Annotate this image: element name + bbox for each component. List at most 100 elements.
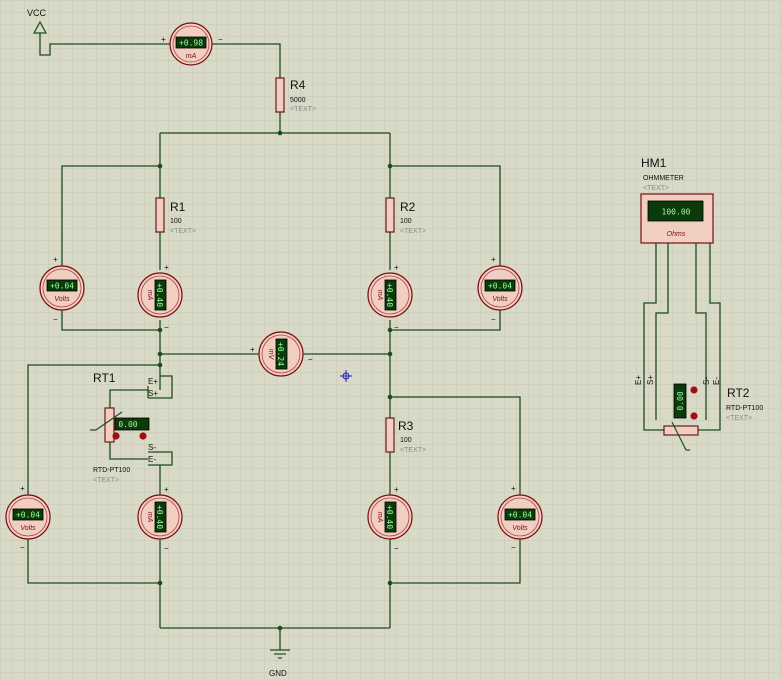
voltmeter-left-lower-plus: + xyxy=(20,484,25,493)
hm1-reading: 100.00 xyxy=(662,208,691,217)
ammeter-r1-unit: mA xyxy=(146,290,153,301)
voltmeter-left-lower-minus: − xyxy=(20,543,25,552)
ammeter-top-minus: − xyxy=(218,35,223,44)
ammeter-r3[interactable]: +0.40 mA + − xyxy=(367,485,413,553)
rt1-element xyxy=(90,389,148,460)
r2-value: 100 xyxy=(400,218,412,225)
voltmeter-right-lower-reading: +0.04 xyxy=(508,511,532,520)
voltmeter-right-upper-reading: +0.04 xyxy=(488,282,512,291)
ammeter-rt1-plus: + xyxy=(164,485,169,494)
ammeter-top[interactable]: +0.98 mA + − xyxy=(161,22,223,66)
voltmeter-left-upper-reading: +0.04 xyxy=(50,282,74,291)
ammeter-rt1[interactable]: +0.40 mA + − xyxy=(137,485,183,553)
hm1-text: <TEXT> xyxy=(643,185,669,192)
ammeter-r1-plus: + xyxy=(164,263,169,272)
rtd-rt2[interactable]: RT2 RTD-PT100 <TEXT> E+ S+ S- E- 0.00 xyxy=(634,375,763,451)
millivoltmeter-bridge[interactable]: +0.24 mV + − xyxy=(250,331,313,377)
ammeter-rt1-reading: +0.40 xyxy=(155,505,164,529)
rt2-name: RT2 xyxy=(727,386,750,400)
ammeter-r3-reading: +0.40 xyxy=(385,505,394,529)
voltmeter-left-upper-plus: + xyxy=(53,255,58,264)
gnd-label: GND xyxy=(269,669,287,678)
ammeter-r2-plus: + xyxy=(394,263,399,272)
junction-dots xyxy=(157,130,393,631)
voltmeter-right-lower[interactable]: +0.04 Volts + − xyxy=(497,484,543,552)
rt2-model: RTD-PT100 xyxy=(726,405,763,412)
rt1-name: RT1 xyxy=(93,371,116,385)
ammeter-r1[interactable]: +0.40 mA + − xyxy=(137,263,183,332)
ohmmeter-hm1[interactable]: HM1 OHMMETER <TEXT> 100.00 Ohms xyxy=(640,156,714,244)
crosshair-cursor-icon xyxy=(340,370,352,382)
voltmeter-left-upper-minus: − xyxy=(53,315,58,324)
rt2-text: <TEXT> xyxy=(726,415,752,422)
rt2-element xyxy=(663,421,699,451)
rt1-pin-s-minus: S- xyxy=(148,443,156,452)
millivoltmeter-bridge-minus: − xyxy=(308,355,313,364)
ammeter-r2[interactable]: +0.40 mA + − xyxy=(367,263,413,332)
ground-symbol-icon xyxy=(270,649,290,659)
voltmeter-right-upper-unit: Volts xyxy=(492,296,508,303)
rtd-rt1[interactable]: RT1 E+ S+ S- E- 0.00 RTD-PT100 <TEXT> xyxy=(90,371,158,484)
hm1-name: HM1 xyxy=(641,156,667,170)
voltmeter-left-lower[interactable]: +0.04 Volts + − xyxy=(5,484,51,552)
voltmeter-left-upper-unit: Volts xyxy=(54,296,70,303)
r3-name: R3 xyxy=(398,419,414,433)
r4-name: R4 xyxy=(290,78,306,92)
ammeter-r3-unit: mA xyxy=(376,512,383,523)
ammeter-r1-minus: − xyxy=(164,323,169,332)
r4-text: <TEXT> xyxy=(290,106,316,113)
ammeter-rt1-minus: − xyxy=(164,544,169,553)
voltmeter-right-lower-unit: Volts xyxy=(512,525,528,532)
rt2-pin-e-plus: E+ xyxy=(634,375,643,385)
ammeter-rt1-unit: mA xyxy=(146,512,153,523)
voltmeter-left-lower-unit: Volts xyxy=(20,525,36,532)
rt1-pin-s-plus: S+ xyxy=(148,389,158,398)
rt1-decrease-button[interactable] xyxy=(112,432,120,440)
rt2-reading: 0.00 xyxy=(676,391,685,410)
ammeter-top-plus: + xyxy=(161,35,166,44)
r1-name: R1 xyxy=(170,200,186,214)
voltmeter-left-upper[interactable]: +0.04 Volts + − xyxy=(39,255,85,324)
ammeter-r3-plus: + xyxy=(394,485,399,494)
ammeter-r2-minus: − xyxy=(394,323,399,332)
hm1-unit: Ohms xyxy=(667,231,686,238)
r3-value: 100 xyxy=(400,437,412,444)
gnd-terminal[interactable]: GND xyxy=(269,649,290,678)
ammeter-r2-reading: +0.40 xyxy=(385,283,394,307)
voltmeter-right-lower-plus: + xyxy=(511,484,516,493)
vcc-label: VCC xyxy=(27,8,47,18)
rt1-model: RTD-PT100 xyxy=(93,467,130,474)
resistor-r4[interactable]: R4 5000 <TEXT> xyxy=(275,77,316,113)
rt2-pin-s-plus: S+ xyxy=(646,375,655,385)
ammeter-top-reading: +0.98 xyxy=(179,39,203,48)
rt1-pin-e-minus: E- xyxy=(148,455,156,464)
voltmeter-left-lower-reading: +0.04 xyxy=(16,511,40,520)
ammeter-r3-minus: − xyxy=(394,544,399,553)
r4-value: 5000 xyxy=(290,97,306,104)
ammeter-top-unit: mA xyxy=(186,53,197,60)
millivoltmeter-bridge-unit: mV xyxy=(267,349,274,361)
millivoltmeter-bridge-reading: +0.24 xyxy=(276,342,285,366)
vcc-arrow-icon xyxy=(32,20,48,34)
r2-name: R2 xyxy=(400,200,416,214)
rt2-pin-s-minus: S- xyxy=(702,377,711,385)
rt1-text: <TEXT> xyxy=(93,477,119,484)
rt1-reading: 0.00 xyxy=(118,420,137,429)
voltmeter-right-upper[interactable]: +0.04 Volts + − xyxy=(477,255,523,324)
rt1-increase-button[interactable] xyxy=(139,432,147,440)
rt2-decrease-button[interactable] xyxy=(690,412,698,420)
voltmeter-right-upper-minus: − xyxy=(491,315,496,324)
rt2-increase-button[interactable] xyxy=(690,386,698,394)
resistor-r3[interactable]: R3 100 <TEXT> xyxy=(385,417,426,454)
resistor-r1[interactable]: R1 100 <TEXT> xyxy=(155,197,196,235)
rt2-pin-e-minus: E- xyxy=(712,377,721,385)
voltmeter-right-upper-plus: + xyxy=(491,255,496,264)
ammeter-r1-reading: +0.40 xyxy=(155,283,164,307)
resistor-r2[interactable]: R2 100 <TEXT> xyxy=(385,197,426,235)
millivoltmeter-bridge-plus: + xyxy=(250,345,255,354)
voltmeter-right-lower-minus: − xyxy=(511,543,516,552)
ammeter-r2-unit: mA xyxy=(376,290,383,301)
vcc-terminal[interactable]: VCC xyxy=(27,8,48,34)
hm1-type: OHMMETER xyxy=(643,175,684,182)
